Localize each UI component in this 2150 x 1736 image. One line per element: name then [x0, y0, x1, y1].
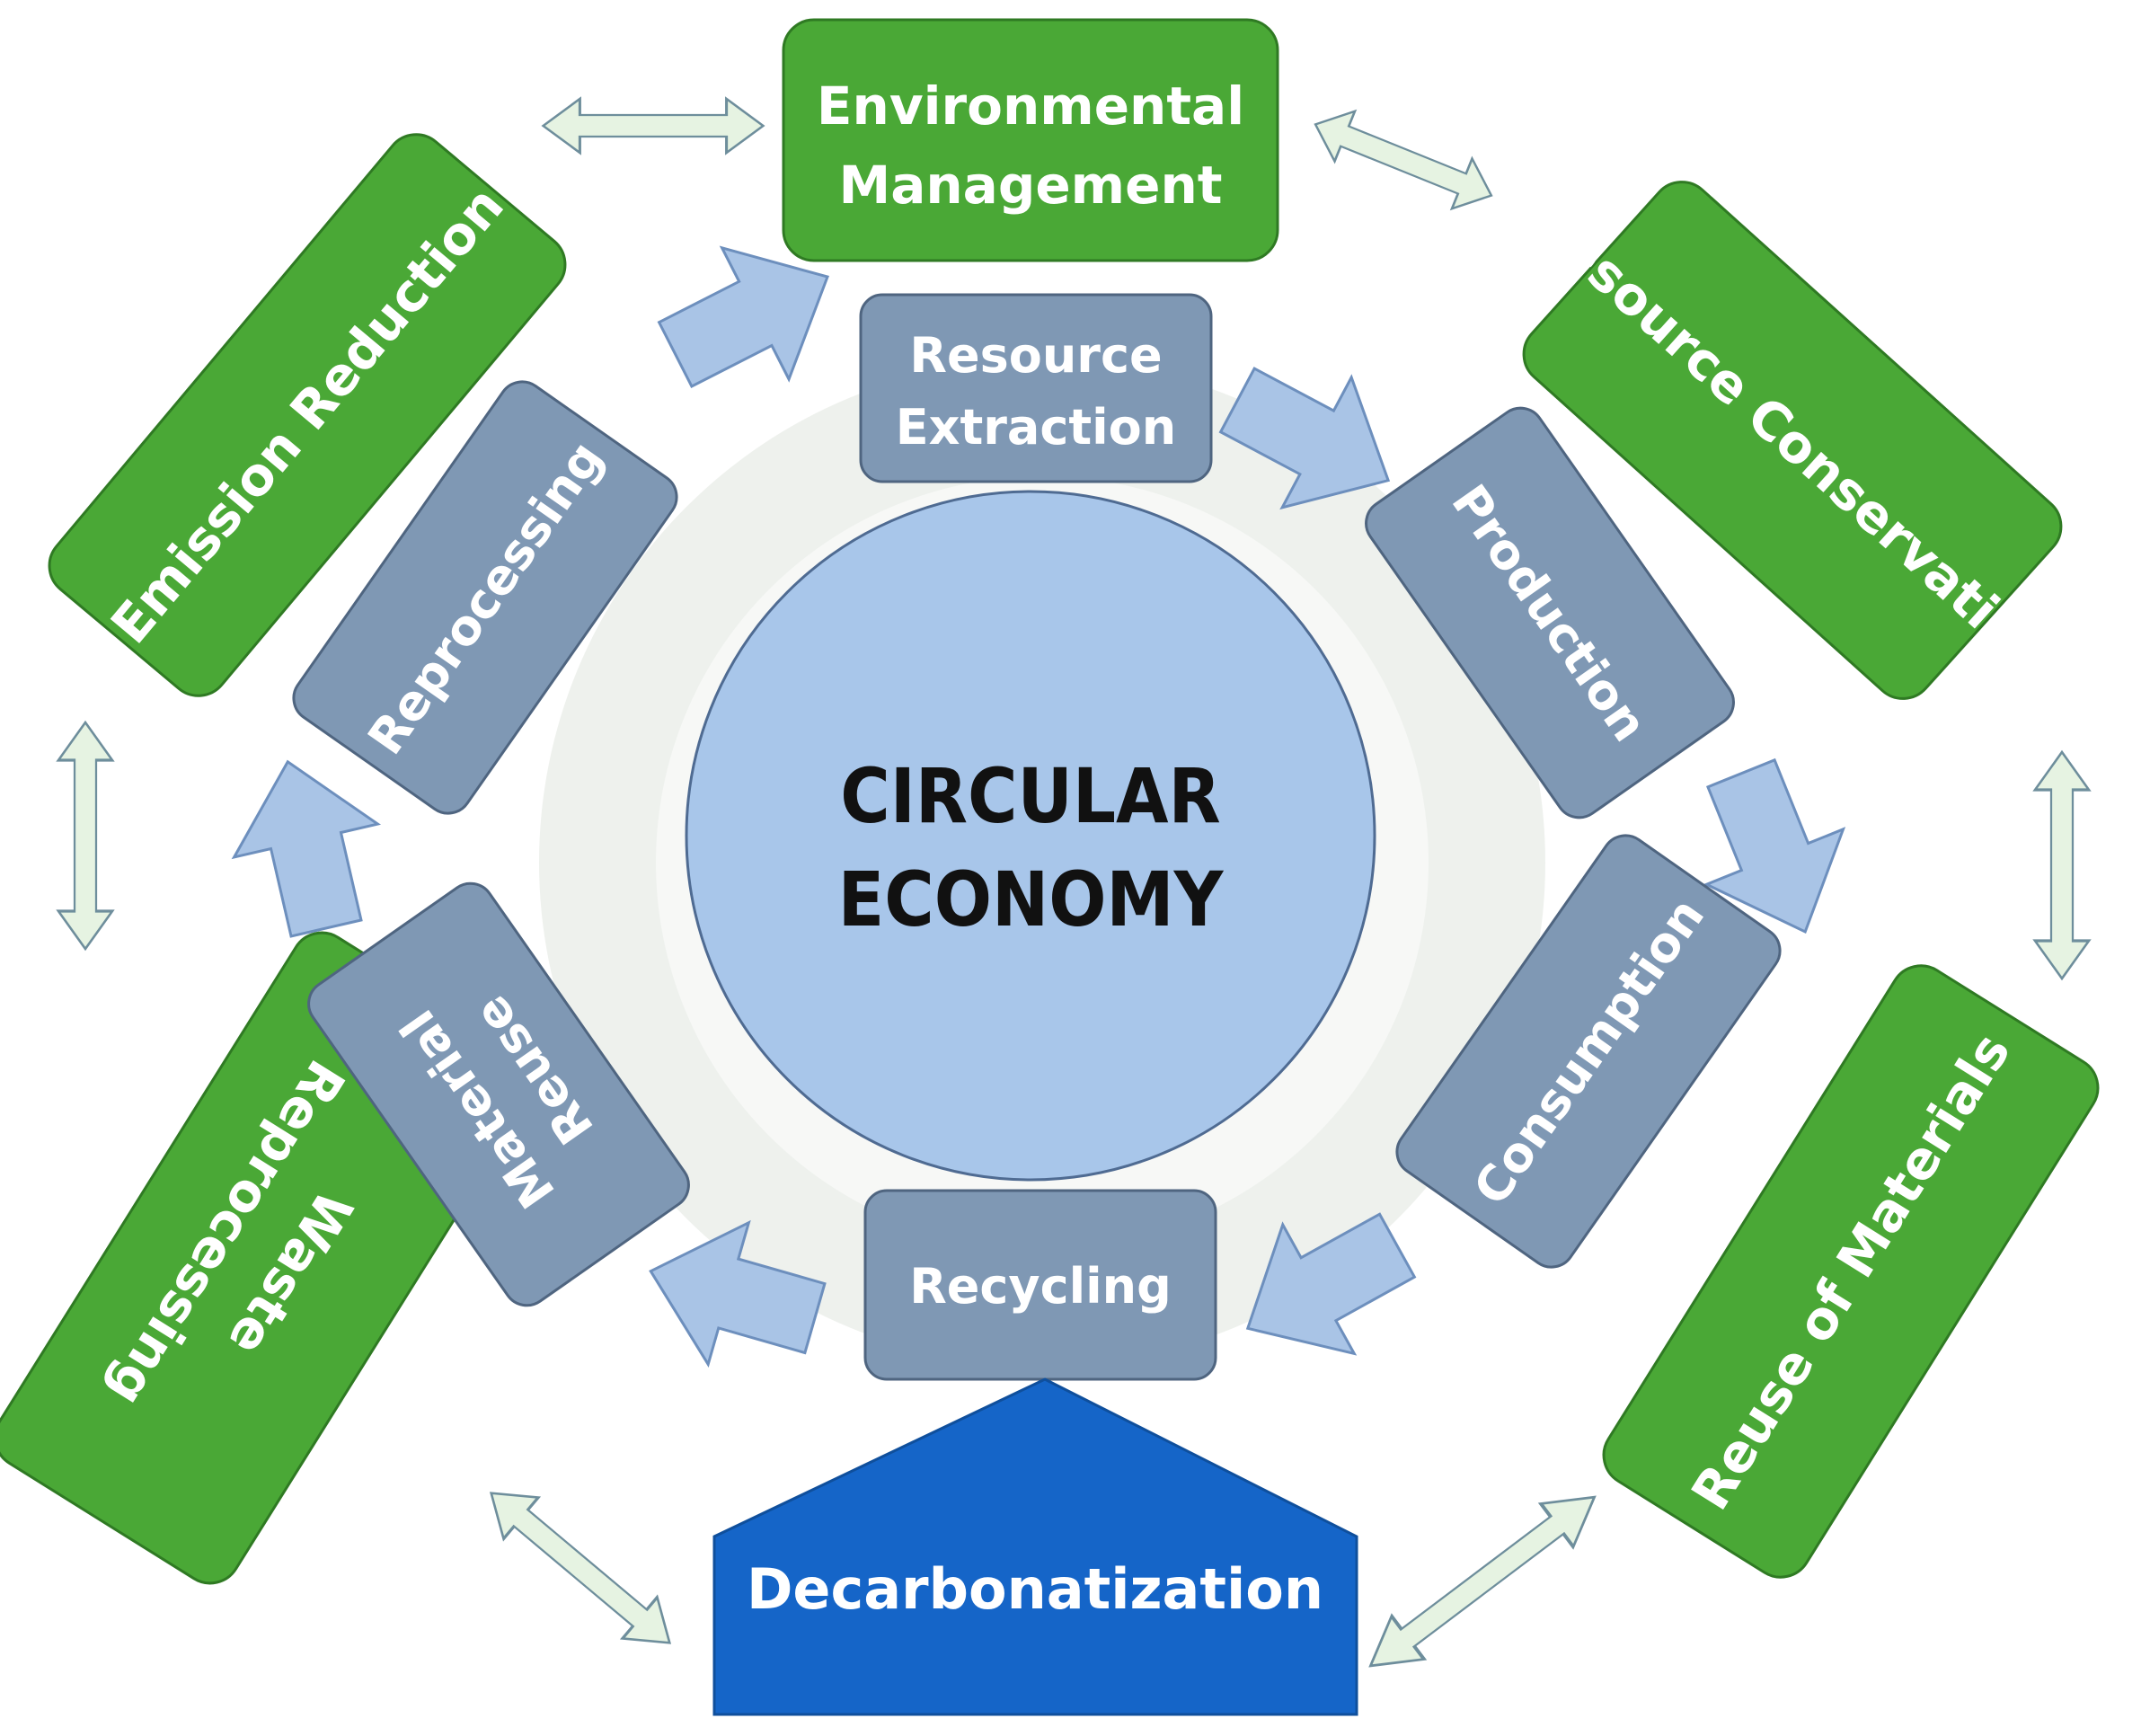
link-arrow-resource-reuse [2033, 750, 2091, 980]
stage-recycling: Recycling [863, 1189, 1217, 1381]
link-arrow-reuse-decarbonatization [1352, 1474, 1613, 1689]
stage-recycling-label: Recycling [909, 1258, 1172, 1315]
center-title-line1: CIRCULAR [840, 752, 1220, 840]
pillar-environmental-management-line2: Management [839, 155, 1223, 216]
link-arrow-waste-decarbonatization [473, 1471, 688, 1665]
link-arrow-waste-emission [57, 721, 114, 951]
pillar-environmental-management-line1: Environmental [817, 75, 1244, 137]
stage-resource-extraction-line1: Resource [909, 327, 1162, 384]
stage-resource-extraction: Resource Extraction [859, 293, 1213, 483]
stage-reprocessing: Reprocessing [292, 380, 678, 815]
flow-arrow-material-reuse-to-reprocessing [214, 743, 400, 946]
center-circle: CIRCULAR ECONOMY [685, 490, 1376, 1182]
decarbonatization-label: Decarbonatization [747, 1556, 1323, 1622]
pillar-environmental-management: Environmental Management [782, 18, 1279, 262]
link-arrow-environmental-resource [1304, 98, 1503, 222]
center-title-line2: ECONOMY [838, 855, 1225, 943]
decarbonatization-base: Decarbonatization [712, 1377, 1358, 1716]
stage-resource-extraction-line2: Extraction [896, 399, 1176, 456]
link-arrow-emission-environmental [542, 97, 765, 155]
